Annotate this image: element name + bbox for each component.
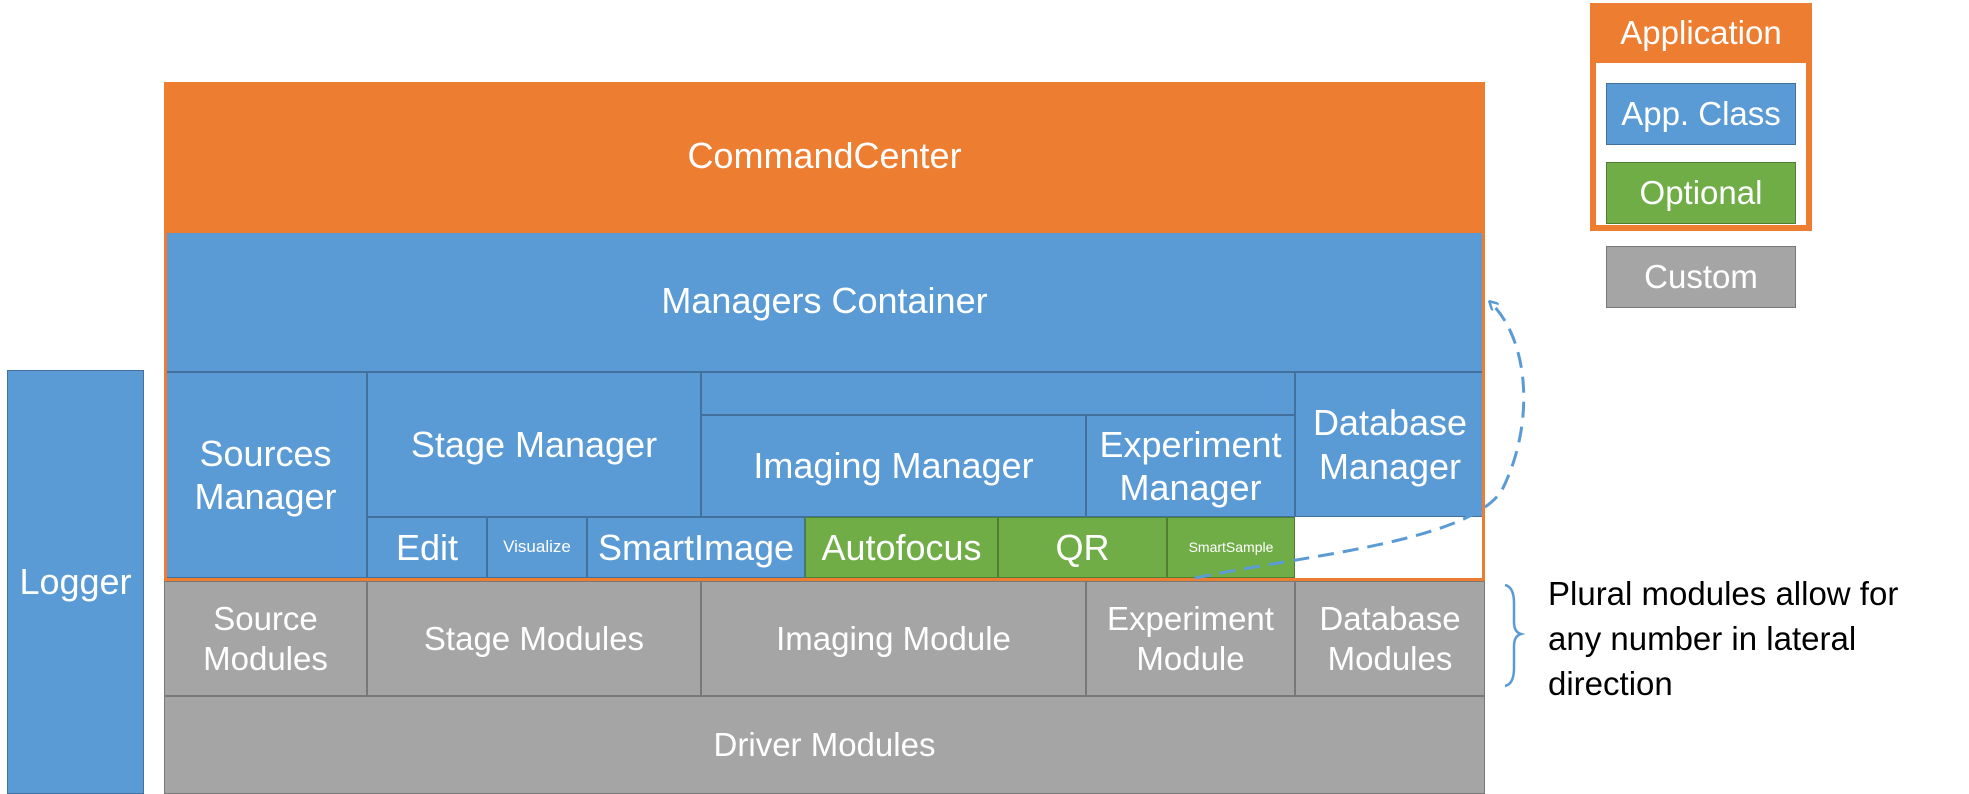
experiment-module-box: Experiment Module — [1086, 581, 1295, 696]
plural-modules-note: Plural modules allow for any number in l… — [1548, 575, 1899, 703]
logger-label: Logger — [19, 561, 132, 603]
smart-image-label: SmartImage — [597, 526, 795, 568]
qr-label: QR — [1055, 526, 1110, 568]
legend-optional: Optional — [1606, 162, 1796, 224]
sources-manager-box: Sources Manager — [164, 372, 367, 578]
manager-spacer-box — [701, 372, 1295, 415]
database-manager-box: Database Manager — [1295, 372, 1485, 517]
imaging-manager-box: Imaging Manager — [701, 415, 1086, 517]
source-modules-label: Source Modules — [203, 599, 328, 677]
dashed-return-arrow — [1194, 302, 1526, 580]
stage-modules-box: Stage Modules — [367, 581, 701, 696]
legend-application-label: Application — [1620, 14, 1782, 51]
stage-manager-label: Stage Manager — [410, 423, 658, 465]
legend-custom-label: Custom — [1644, 258, 1758, 296]
edit-label: Edit — [395, 526, 459, 568]
qr-box: QR — [998, 517, 1167, 578]
imaging-module-box: Imaging Module — [701, 581, 1086, 696]
legend-app-class-label: App. Class — [1621, 95, 1781, 133]
command-center-box: CommandCenter — [164, 82, 1485, 230]
database-manager-label: Database Manager — [1312, 402, 1468, 487]
smart-image-box: SmartImage — [587, 517, 805, 578]
imaging-module-label: Imaging Module — [776, 619, 1011, 657]
legend-app-class: App. Class — [1606, 83, 1796, 145]
visualize-box: Visualize — [487, 517, 587, 578]
curly-brace-icon — [1504, 583, 1526, 688]
experiment-manager-label: Experiment Manager — [1099, 423, 1282, 508]
managers-container-box: Managers Container — [164, 230, 1485, 372]
managers-container-label: Managers Container — [661, 280, 988, 322]
experiment-module-label: Experiment Module — [1107, 599, 1274, 677]
source-modules-box: Source Modules — [164, 581, 367, 696]
database-modules-box: Database Modules — [1295, 581, 1485, 696]
autofocus-box: Autofocus — [805, 517, 998, 578]
visualize-label: Visualize — [503, 537, 571, 557]
legend-custom: Custom — [1606, 246, 1796, 308]
imaging-manager-label: Imaging Manager — [753, 445, 1034, 487]
stage-modules-label: Stage Modules — [423, 619, 645, 657]
database-modules-label: Database Modules — [1319, 599, 1461, 677]
sources-manager-label: Sources Manager — [194, 432, 337, 517]
smart-sample-label: SmartSample — [1188, 539, 1274, 556]
driver-modules-label: Driver Modules — [713, 726, 936, 764]
edit-box: Edit — [367, 517, 487, 578]
legend-optional-label: Optional — [1639, 174, 1763, 212]
logger-box: Logger — [7, 370, 144, 794]
smart-sample-box: SmartSample — [1167, 517, 1295, 578]
command-center-label: CommandCenter — [687, 135, 962, 177]
autofocus-label: Autofocus — [821, 526, 982, 568]
stage-manager-box: Stage Manager — [367, 372, 701, 517]
experiment-manager-box: Experiment Manager — [1086, 415, 1295, 517]
